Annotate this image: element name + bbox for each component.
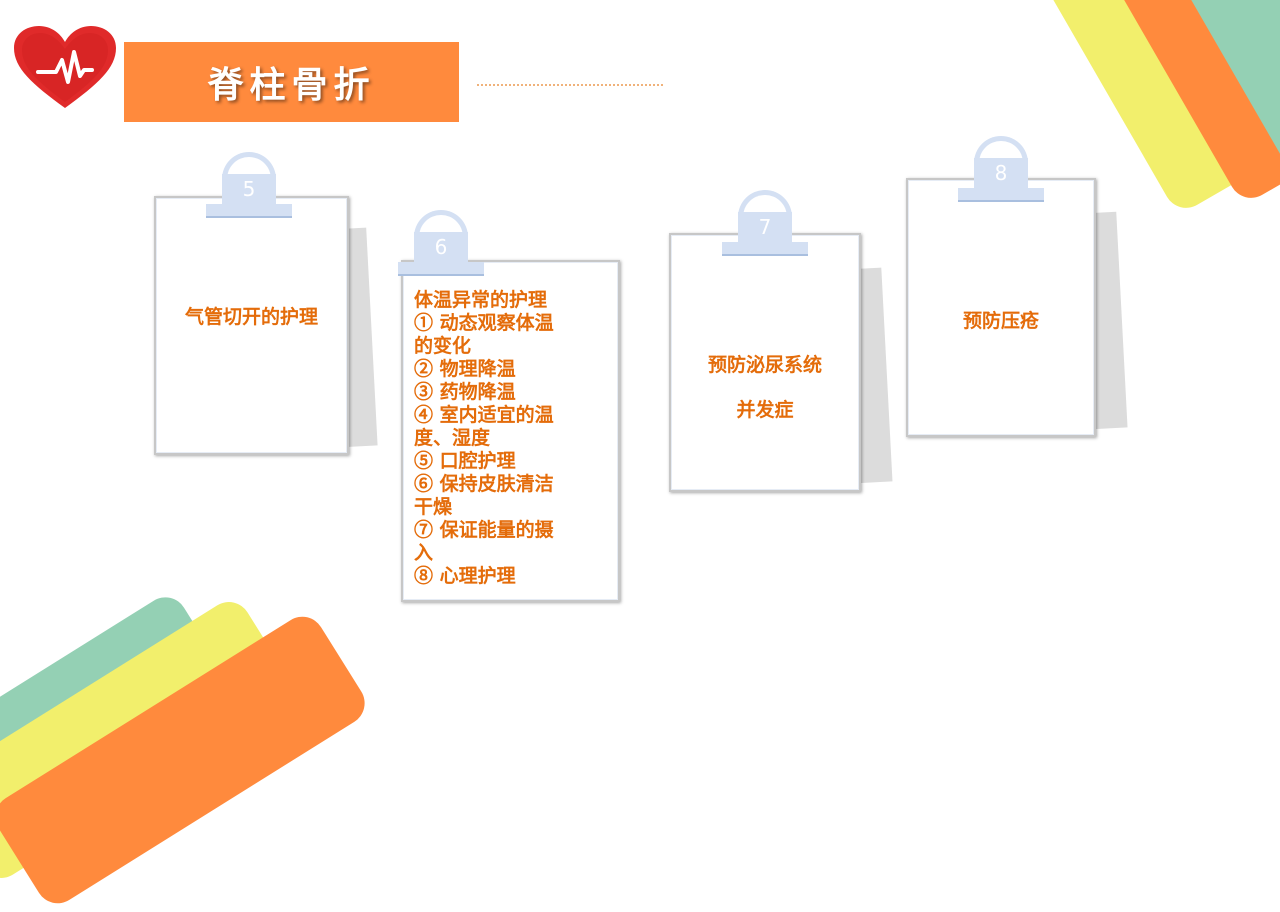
card-6-line: ③ 药物降温 (414, 381, 516, 403)
card-8-number: 8 (994, 161, 1008, 185)
card-6-line: ② 物理降温 (414, 358, 516, 380)
card-6-clip: 6 (398, 210, 484, 280)
card-6 (401, 260, 620, 602)
card-6-line: 入 (414, 542, 434, 564)
card-5-clip: 5 (206, 152, 292, 222)
card-8-clip: 8 (958, 136, 1044, 206)
card-6-line: 的变化 (414, 335, 472, 357)
card-6-line: ⑤ 口腔护理 (414, 450, 516, 472)
card-8-text: 预防压疮 (962, 310, 1039, 332)
card-6-text: 体温异常的护理 ① 动态观察体温 的变化 ② 物理降温 ③ 药物降温 ④ 室内适… (414, 289, 614, 588)
card-7-number: 7 (758, 215, 772, 239)
card-6-line: 干燥 (414, 496, 453, 518)
title-banner: 脊柱骨折 (124, 42, 459, 122)
card-6-line: ⑧ 心理护理 (414, 565, 516, 587)
card-7 (669, 233, 861, 492)
card-6-line: ④ 室内适宜的温 (414, 404, 554, 426)
title-dotted-divider (477, 84, 663, 86)
card-5 (154, 196, 349, 455)
card-7-line: 并发症 (736, 399, 794, 421)
card-7-line: 预防泌尿系统 (707, 354, 822, 376)
card-6-line: ① 动态观察体温 (414, 312, 554, 334)
card-7-text: 预防泌尿系统 并发症 (671, 343, 859, 433)
card-6-line: ⑥ 保持皮肤清洁 (414, 473, 554, 495)
card-7-clip: 7 (722, 190, 808, 260)
heart-pulse-icon (14, 26, 116, 108)
card-8 (906, 178, 1096, 437)
card-6-line: 度、湿度 (414, 427, 491, 449)
card-6-number: 6 (434, 235, 448, 259)
card-6-line: ⑦ 保证能量的摄 (414, 519, 554, 541)
card-6-line: 体温异常的护理 (414, 289, 548, 311)
card-5-number: 5 (242, 177, 256, 201)
card-5-text: 气管切开的护理 (184, 306, 318, 328)
page-title: 脊柱骨折 (207, 64, 376, 106)
